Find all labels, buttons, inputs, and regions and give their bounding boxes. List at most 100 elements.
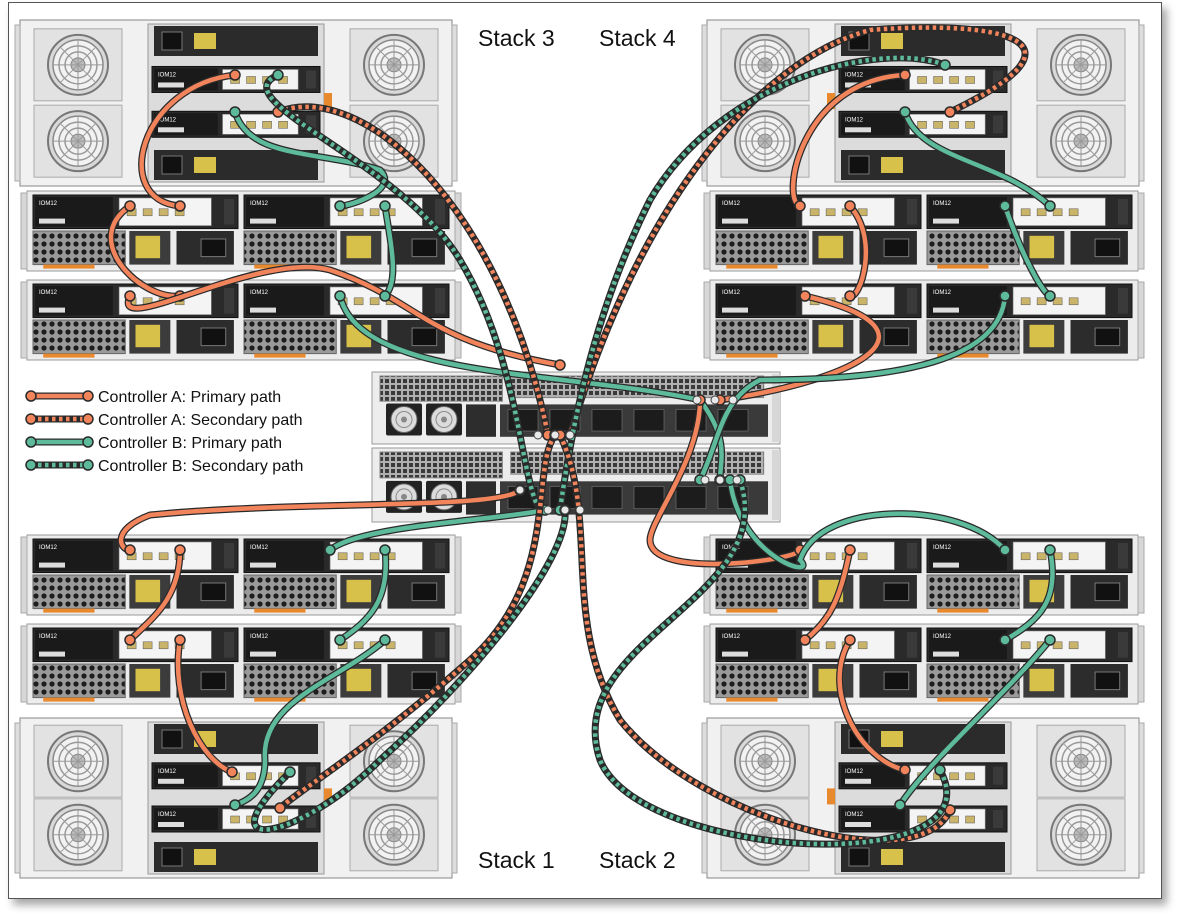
iom-label: IOM12 xyxy=(158,812,177,818)
legend-label-b-secondary: Controller B: Secondary path xyxy=(98,458,303,475)
iom-label: IOM12 xyxy=(158,769,177,775)
iom-module: IOM12 xyxy=(926,194,1133,230)
stack-2-label: Stack 2 xyxy=(599,847,676,873)
iom-label: IOM12 xyxy=(39,290,58,296)
iom-label: IOM12 xyxy=(250,545,269,551)
iom-label: IOM12 xyxy=(722,290,741,296)
fan-icon xyxy=(425,480,463,514)
iom-label: IOM12 xyxy=(39,201,58,207)
stack-1-label: Stack 1 xyxy=(478,847,555,873)
cable-a-primary xyxy=(174,634,238,778)
iom-module: IOM12 xyxy=(926,283,1133,319)
iom-module: IOM12 xyxy=(838,65,1008,93)
iom-label: IOM12 xyxy=(158,72,177,78)
iom-module: IOM12 xyxy=(926,538,1133,574)
iom-module: IOM12 xyxy=(243,194,450,230)
stack-4-shelf-2: IOM12 IOM12 xyxy=(703,279,1145,361)
legend: Controller A: Primary path Controller A:… xyxy=(25,389,303,475)
cable-a-primary xyxy=(836,634,911,776)
port-connector xyxy=(550,430,560,440)
iom-label: IOM12 xyxy=(39,634,58,640)
iom-label: IOM12 xyxy=(933,290,952,296)
iom-module: IOM12 xyxy=(32,194,239,230)
iom-label: IOM12 xyxy=(933,545,952,551)
fan-icon xyxy=(734,730,796,793)
cable-a-primary xyxy=(124,544,186,646)
stack-4-label: Stack 4 xyxy=(599,25,676,51)
port-connector xyxy=(732,475,742,485)
fan-icon xyxy=(734,110,796,173)
stack-3-label: Stack 3 xyxy=(478,25,555,51)
cable-b-primary xyxy=(999,200,1056,302)
cable-b-primary xyxy=(724,474,1011,571)
port-connector xyxy=(533,430,543,440)
fan-icon xyxy=(47,730,109,793)
stack-1-shelf-2: IOM12 IOM12 xyxy=(20,623,462,705)
iom-label: IOM12 xyxy=(250,201,269,207)
fan-icon xyxy=(363,33,425,96)
fan-icon xyxy=(1050,33,1112,96)
cable-b-primary xyxy=(229,634,391,811)
cable-b-primary xyxy=(894,634,1056,811)
legend-item-b-secondary: Controller B: Secondary path xyxy=(25,458,303,475)
cable-layer xyxy=(107,24,1057,848)
iom-label: IOM12 xyxy=(845,769,864,775)
iom-label: IOM12 xyxy=(845,812,864,818)
port-connector xyxy=(710,395,720,405)
port-connector xyxy=(728,395,738,405)
fan-icon xyxy=(47,803,109,866)
cable-b-primary xyxy=(334,544,391,646)
legend-label-a-secondary: Controller A: Secondary path xyxy=(98,412,303,429)
stack-2-shelf-2: IOM12 IOM12 xyxy=(703,623,1145,705)
stack-4-shelf-1: IOM12 IOM12 xyxy=(703,190,1145,272)
stack-1-shelf-1: IOM12 IOM12 xyxy=(20,534,462,616)
legend-item-a-secondary: Controller A: Secondary path xyxy=(25,412,303,429)
cable-b-primary xyxy=(999,544,1057,646)
cable-a-primary xyxy=(799,544,856,646)
iom-module: IOM12 xyxy=(715,627,922,663)
cable-a-primary xyxy=(714,290,883,406)
cable-a-primary xyxy=(138,69,241,212)
fan-icon xyxy=(1050,803,1112,866)
port-connector xyxy=(715,475,725,485)
iom-module: IOM12 xyxy=(715,194,922,230)
iom-label: IOM12 xyxy=(722,201,741,207)
port-connector xyxy=(565,430,575,440)
iom-label: IOM12 xyxy=(933,201,952,207)
fan-icon xyxy=(1050,730,1112,793)
fan-icon xyxy=(47,110,109,173)
fan-icon xyxy=(47,33,109,96)
iom-module: IOM12 xyxy=(32,538,239,574)
iom-label: IOM12 xyxy=(158,117,177,123)
cable-a-primary xyxy=(124,263,566,371)
cable-a-primary xyxy=(789,69,911,212)
port-connector xyxy=(515,485,525,495)
iom-label: IOM12 xyxy=(845,117,864,123)
port-connector xyxy=(560,505,570,515)
legend-label-b-primary: Controller B: Primary path xyxy=(98,435,282,452)
port-connector xyxy=(543,505,553,515)
cable-b-primary xyxy=(899,106,1056,212)
iom-module: IOM12 xyxy=(243,538,450,574)
legend-label-a-primary: Controller A: Primary path xyxy=(98,389,281,406)
iom-module: IOM12 xyxy=(926,627,1133,663)
stack-3-shelf-1: IOM12 IOM12 xyxy=(20,190,462,272)
iom-label: IOM12 xyxy=(250,634,269,640)
fan-icon xyxy=(363,803,425,866)
port-connector xyxy=(700,475,710,485)
iom-label: IOM12 xyxy=(39,545,58,551)
cable-a-primary xyxy=(844,200,870,302)
fan-icon xyxy=(385,403,423,437)
cable-b-primary xyxy=(694,290,1011,486)
iom-label: IOM12 xyxy=(722,634,741,640)
iom-label: IOM12 xyxy=(845,72,864,78)
legend-item-b-primary: Controller B: Primary path xyxy=(25,435,282,452)
cable-b-primary xyxy=(379,200,397,302)
fan-icon xyxy=(1050,110,1112,173)
